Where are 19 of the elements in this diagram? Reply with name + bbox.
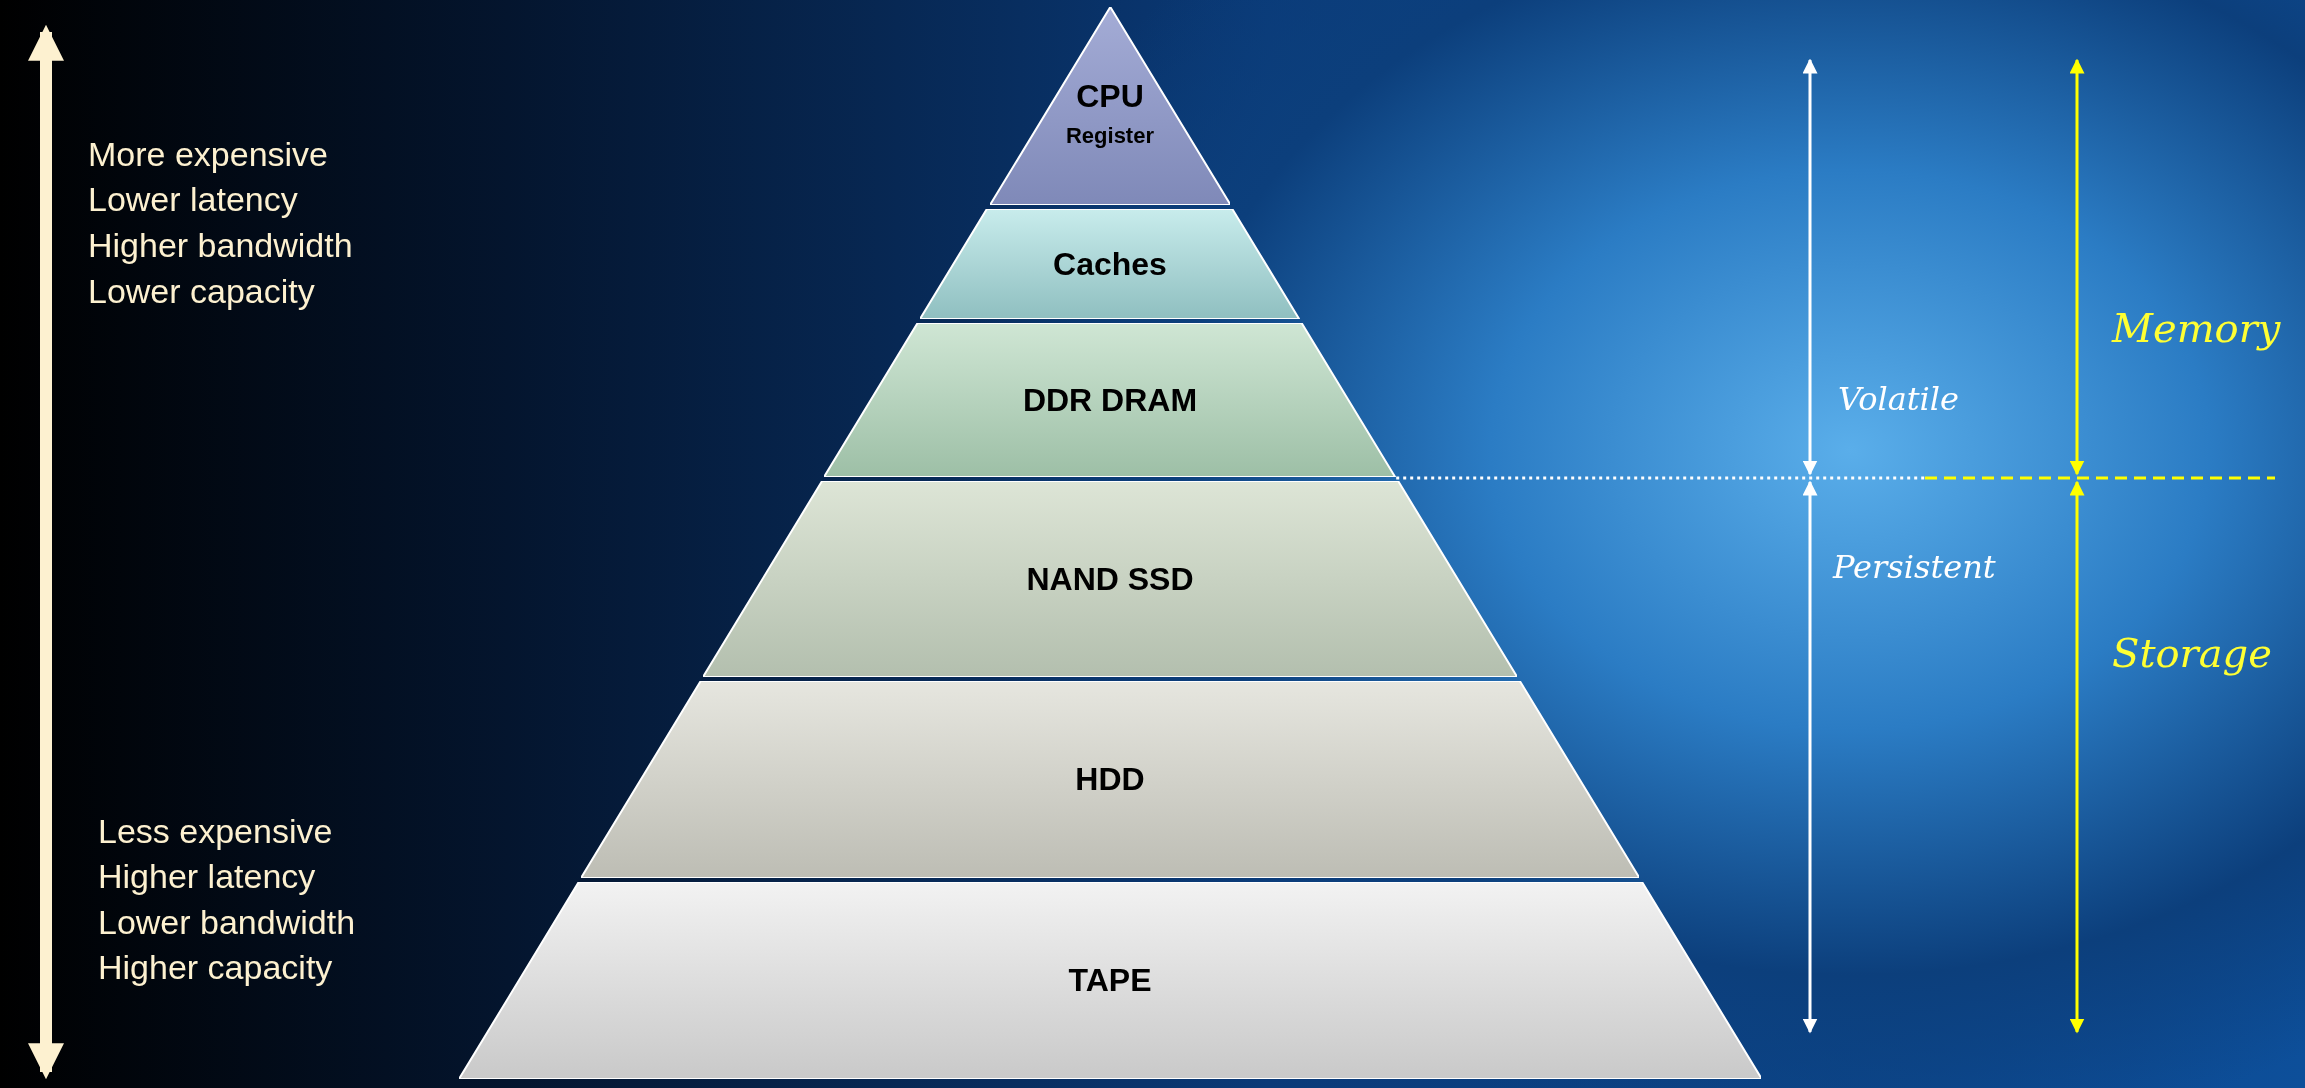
- tier-label: DDR DRAM: [1021, 381, 1199, 419]
- benefit-text: Lower latency: [88, 180, 298, 219]
- tier-sublabel: Register: [1064, 123, 1155, 150]
- benefit-text: Higher capacity: [98, 948, 333, 987]
- tier-label: CPU: [1075, 77, 1145, 115]
- range-label: Persistent: [1833, 548, 1996, 586]
- benefit-text: More expensive: [88, 135, 328, 174]
- range-label: Storage: [2112, 630, 2272, 676]
- benefit-text: Higher latency: [98, 857, 316, 896]
- benefit-text: Less expensive: [98, 812, 333, 851]
- range-label: Volatile: [1838, 380, 1959, 418]
- benefit-text: Higher bandwidth: [88, 226, 353, 265]
- tier-label: Caches: [1052, 245, 1168, 283]
- benefit-text: Lower capacity: [88, 272, 315, 311]
- benefit-text: Lower bandwidth: [98, 903, 356, 942]
- tier-label: TAPE: [1067, 962, 1153, 1000]
- range-label: Memory: [2112, 305, 2281, 351]
- tier-label: HDD: [1074, 761, 1146, 799]
- tier-label: NAND SSD: [1025, 560, 1195, 598]
